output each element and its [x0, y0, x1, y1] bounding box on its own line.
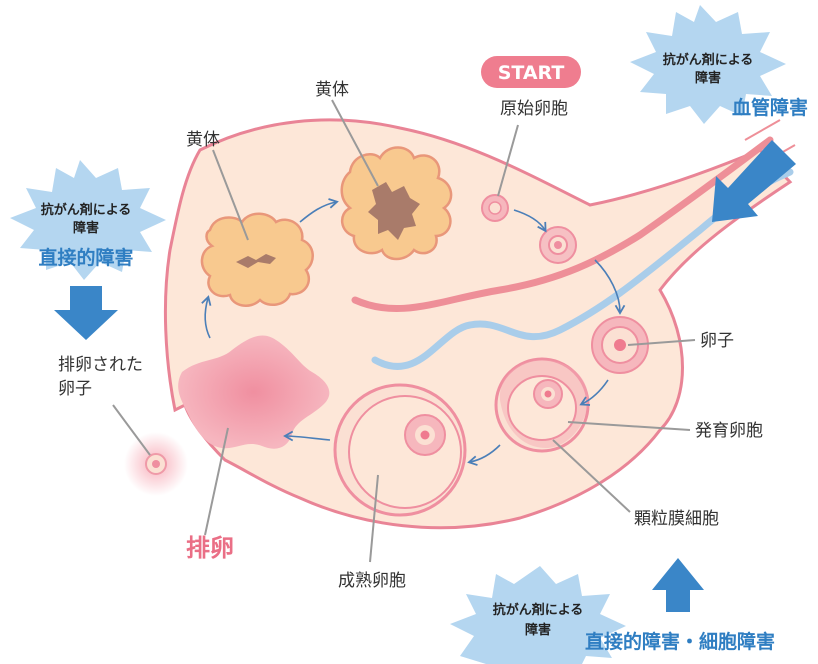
burst-vascular-line2: 障害: [695, 70, 721, 86]
label-ovulated-oocyte-line2: 卵子: [58, 379, 92, 399]
label-mature-follicle: 成熟卵胞: [338, 570, 406, 591]
mature-follicle: [335, 385, 465, 515]
corpus-luteum-small: [202, 214, 313, 306]
label-ovulated-oocyte-line1: 排卵された: [58, 355, 143, 375]
label-granulosa-cells: 顆粒膜細胞: [634, 509, 719, 529]
direct-cell-damage-arrow: [652, 558, 704, 612]
burst-direct-line2: 障害: [73, 220, 99, 236]
burst-direct-cell-line1: 抗がん剤による: [493, 602, 584, 618]
primordial-follicle: [482, 195, 508, 221]
label-corpus-luteum-small: 黄体: [186, 130, 220, 150]
label-corpus-luteum-large: 黄体: [315, 80, 349, 100]
label-primordial-follicle: 原始卵胞: [500, 99, 568, 119]
label-ovulation: 排卵: [186, 534, 234, 562]
label-vascular-damage: 血管障害: [732, 96, 808, 119]
growing-follicle: [496, 359, 588, 451]
ovulated-oocyte-nucleus: [152, 460, 160, 468]
label-direct-cell-damage: 直接的障害・細胞障害: [585, 630, 775, 653]
label-oocyte: 卵子: [700, 331, 734, 351]
start-label: START: [498, 62, 565, 84]
label-direct-damage: 直接的障害: [38, 246, 133, 269]
direct-damage-arrow: [54, 286, 118, 340]
burst-direct-line1: 抗がん剤による: [41, 202, 132, 218]
early-follicle: [540, 227, 576, 263]
corpus-luteum-large: [342, 147, 451, 259]
burst-direct-cell-line2: 障害: [525, 622, 551, 638]
label-growing-follicle: 発育卵胞: [695, 421, 763, 441]
burst-vascular-line1: 抗がん剤による: [663, 52, 754, 68]
